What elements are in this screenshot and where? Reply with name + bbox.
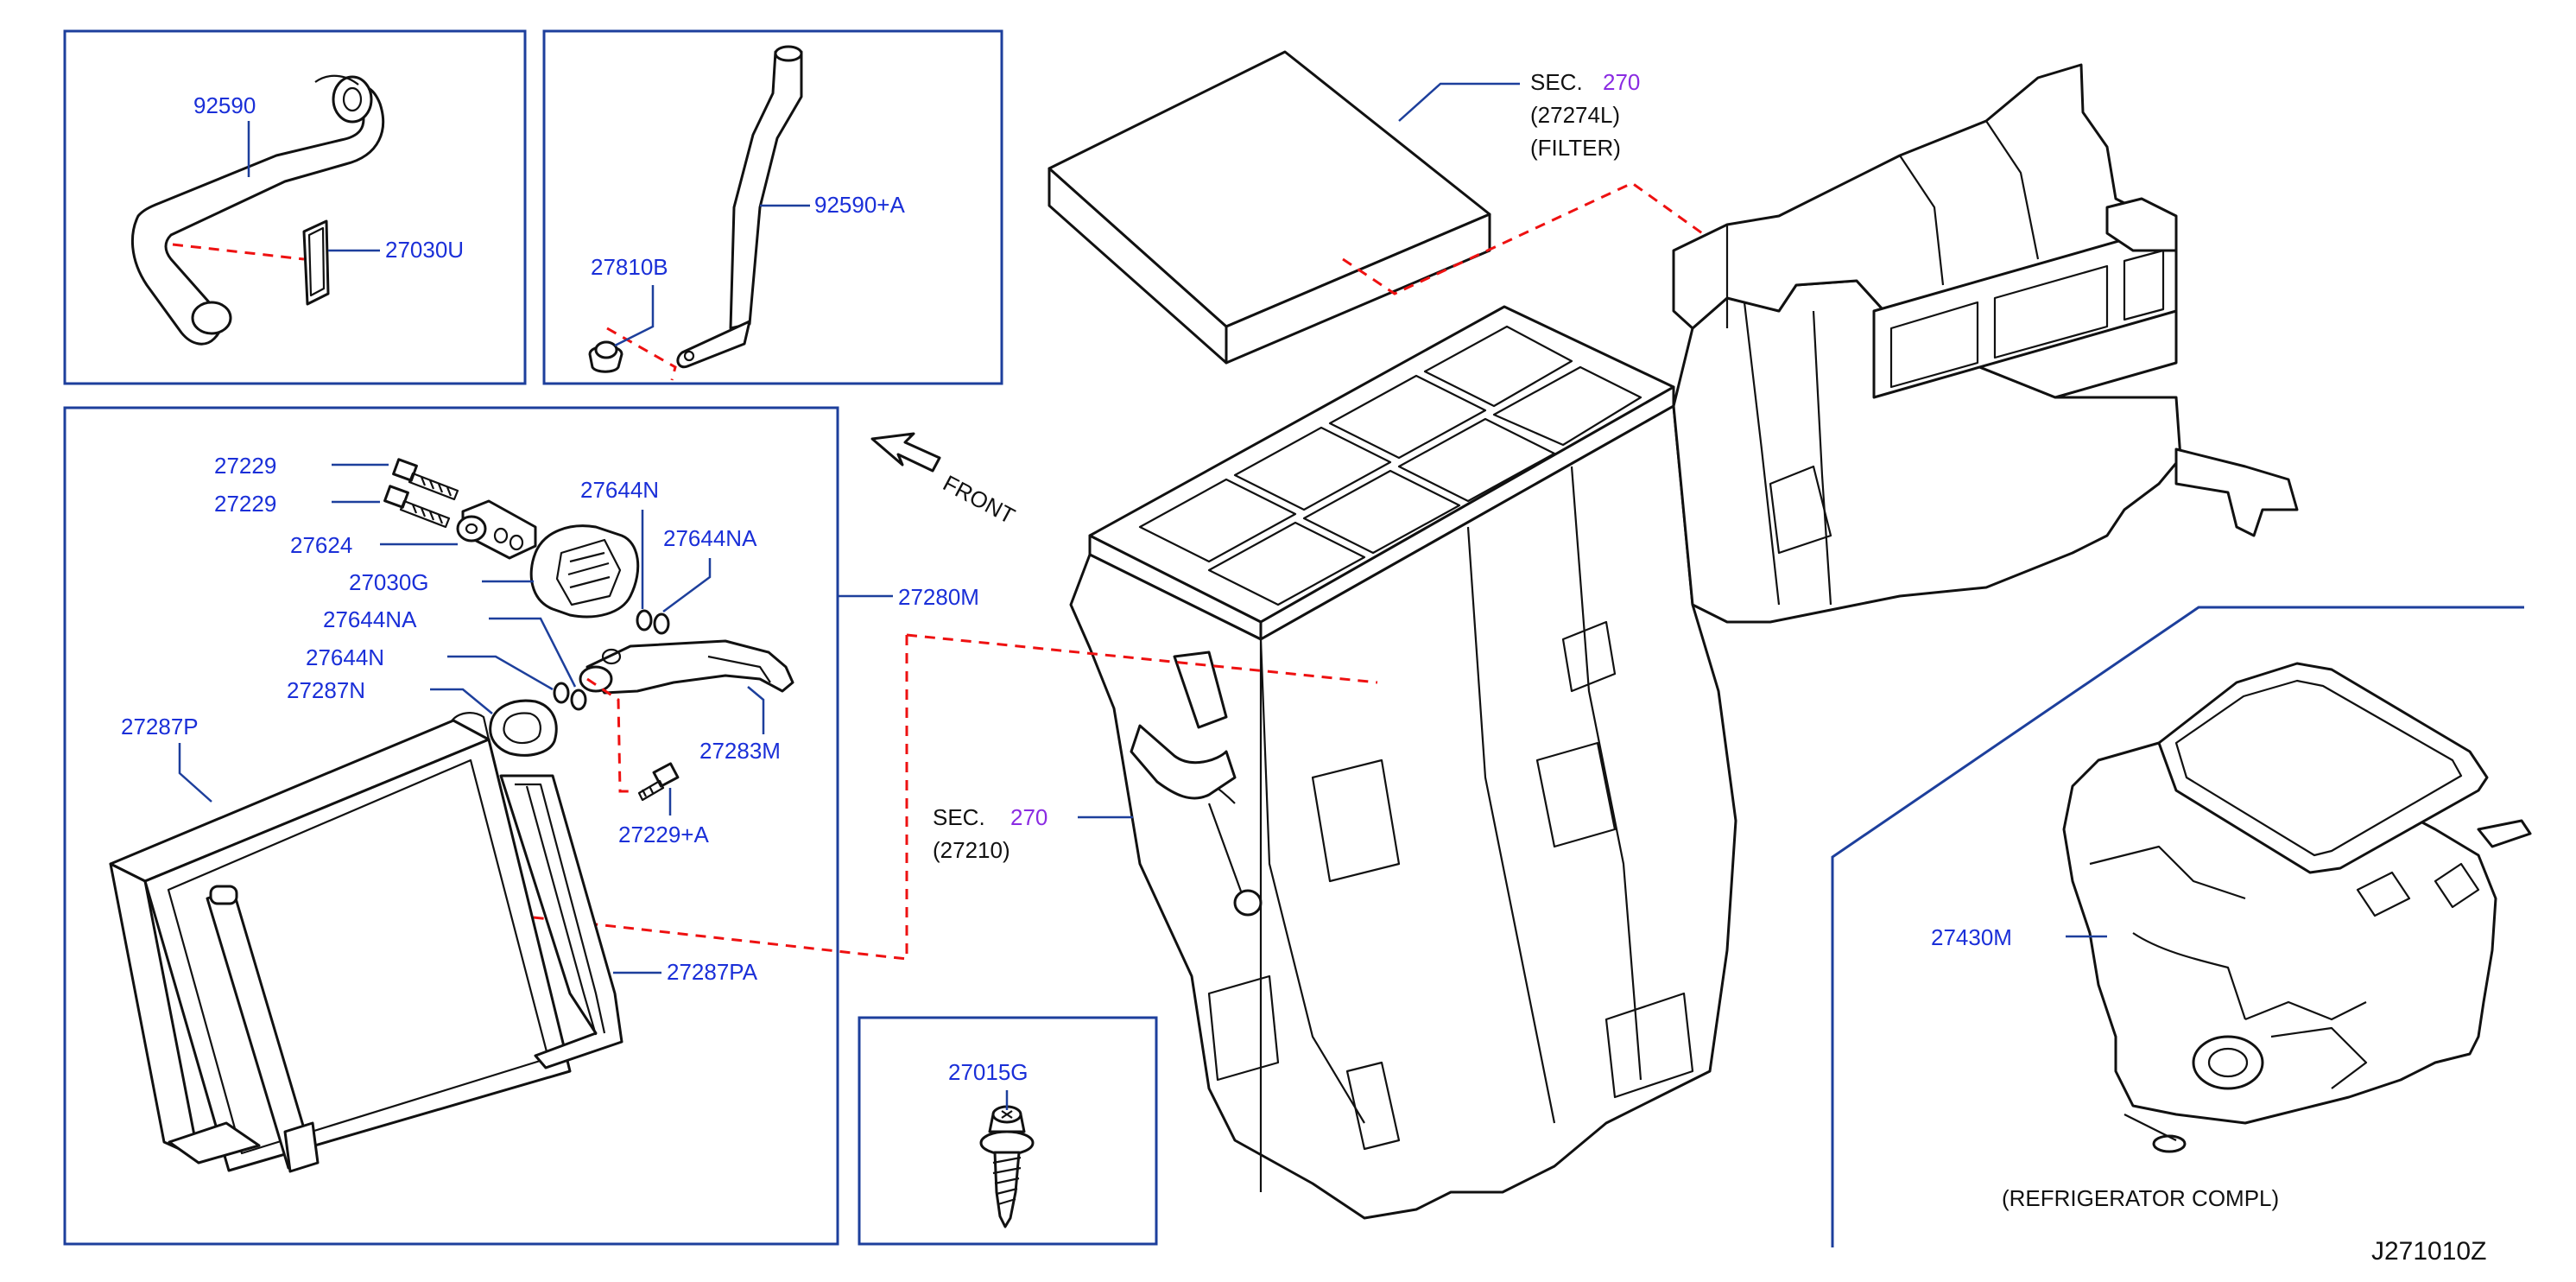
- label-27430M: 27430M: [1931, 924, 2012, 950]
- inset-frame-evaporator: [63, 406, 839, 1246]
- label-filter: (FILTER): [1530, 135, 1621, 161]
- label-27287P: 27287P: [121, 714, 199, 739]
- seal-27287N-drawing: [489, 699, 558, 757]
- pipe-27283M-drawing: [579, 639, 794, 695]
- label-27644N-lower: 27644N: [306, 644, 384, 670]
- refrigerator-27430M-drawing: [2062, 662, 2532, 1153]
- diagram-id: J271010Z: [2371, 1237, 2486, 1266]
- label-27229-lower: 27229: [214, 491, 276, 517]
- label-27030G: 27030G: [349, 569, 429, 595]
- inset-frame-screw: [858, 1016, 1158, 1246]
- label-refrigerator-compl: (REFRIGERATOR COMPL): [2002, 1185, 2279, 1211]
- bolt-27229-upper-drawing: [392, 458, 459, 501]
- block-27624-drawing: [456, 499, 537, 560]
- screw-27015G-drawing: [979, 1105, 1035, 1228]
- bolt-27229A-drawing: [637, 762, 680, 802]
- label-front: FRONT: [939, 470, 1019, 530]
- drain-hose-92590A-drawing: [676, 45, 803, 369]
- label-sec-filter: SEC.: [1530, 69, 1583, 95]
- label-27810B: 27810B: [591, 254, 668, 280]
- evaporator-core-27287P-drawing: [109, 712, 572, 1173]
- label-27287PA: 27287PA: [667, 959, 758, 985]
- label-sec-filter-num: 270: [1603, 69, 1640, 95]
- clip-27810B-drawing: [588, 340, 623, 373]
- label-27644NA-lower: 27644NA: [323, 606, 417, 632]
- gasket-27030U-drawing: [302, 219, 330, 306]
- bolt-27229-lower-drawing: [383, 485, 451, 529]
- label-27280M: 27280M: [898, 584, 979, 610]
- label-27644NA-upper: 27644NA: [663, 525, 757, 551]
- inset-frame-refrigerator: [1831, 606, 2524, 1247]
- seal-27287PA-drawing: [499, 774, 623, 1069]
- label-sec-unit-num: 270: [1010, 804, 1047, 830]
- label-27274L: (27274L): [1530, 102, 1620, 128]
- label-27624: 27624: [290, 532, 352, 558]
- inset-frame-drain: [542, 29, 1003, 385]
- label-92590: 92590: [193, 92, 256, 118]
- label-27283M: 27283M: [699, 738, 781, 764]
- label-27015G: 27015G: [948, 1059, 1029, 1085]
- label-27644N-upper: 27644N: [580, 477, 659, 503]
- label-sec-unit: SEC.: [933, 804, 985, 830]
- label-27287N: 27287N: [287, 677, 365, 703]
- grommet-27030G-drawing: [529, 524, 640, 619]
- heater-blower-unit-27210-drawing: [1069, 63, 2299, 1220]
- label-27229A: 27229+A: [618, 822, 709, 847]
- filter-27274L-drawing: [1047, 50, 1491, 365]
- inset-frame-hose: [63, 29, 527, 385]
- label-92590A: 92590+A: [814, 192, 905, 218]
- label-27229-upper: 27229: [214, 453, 276, 479]
- label-27030U: 27030U: [385, 237, 464, 263]
- front-arrow-icon: [870, 432, 941, 473]
- hose-92590-drawing: [130, 74, 385, 346]
- orings-27644-upper-drawing: [636, 609, 670, 635]
- label-27210: (27210): [933, 837, 1010, 863]
- orings-27644-lower-drawing: [553, 682, 587, 711]
